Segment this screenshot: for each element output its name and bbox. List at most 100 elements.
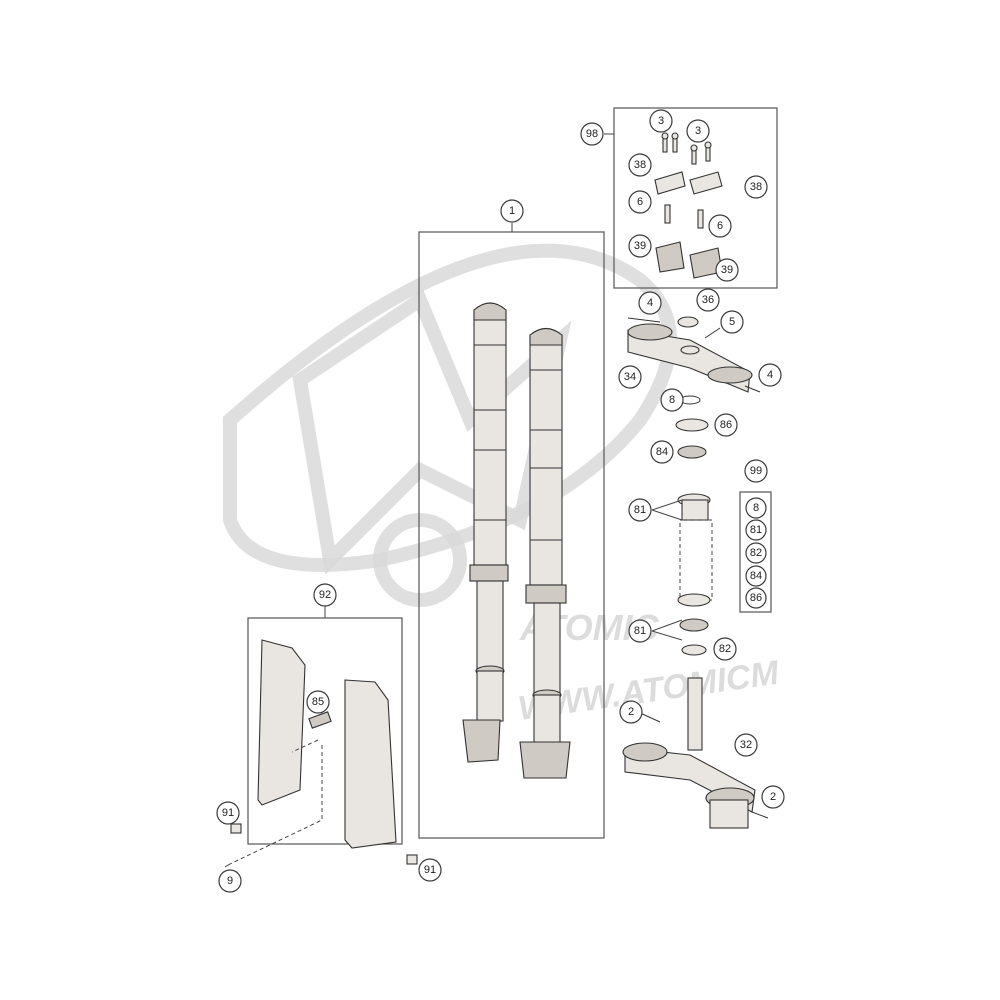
callout-86: 86 <box>714 413 738 437</box>
callout-91b: 91 <box>418 858 442 882</box>
guard-dash-1 <box>291 739 319 753</box>
fork-guard-right <box>344 679 397 849</box>
svg-text:6: 6 <box>637 196 643 208</box>
svg-text:8: 8 <box>669 394 675 406</box>
svg-text:1: 1 <box>509 205 515 217</box>
watermark-circle <box>373 513 467 607</box>
callout-4b: 4 <box>758 363 782 387</box>
svg-text:36: 36 <box>702 294 714 306</box>
kit99-item-2: 82 <box>745 542 767 564</box>
callout-36: 36 <box>696 288 720 312</box>
fork-leg-left <box>462 302 509 763</box>
dust-cover-86 <box>675 418 709 432</box>
fork-leg-right <box>519 327 571 779</box>
callout-6b: 6 <box>708 214 732 238</box>
clamp-38-right <box>689 171 723 195</box>
svg-text:82: 82 <box>719 643 731 655</box>
svg-text:85: 85 <box>312 696 324 708</box>
svg-text:84: 84 <box>656 446 668 458</box>
callout-81b: 81 <box>628 619 652 643</box>
clamp-38-left <box>654 171 686 195</box>
callout-39a: 39 <box>628 234 652 258</box>
svg-text:4: 4 <box>647 297 653 309</box>
svg-text:82: 82 <box>750 547 762 559</box>
svg-text:98: 98 <box>586 128 598 140</box>
lower-triple-clamp <box>622 677 756 829</box>
callout-98: 98 <box>580 122 604 146</box>
callout-6a: 6 <box>628 190 652 214</box>
callout-91a: 91 <box>216 801 240 825</box>
clip-85 <box>308 711 332 729</box>
svg-text:39: 39 <box>634 240 646 252</box>
callout-4a: 4 <box>638 291 662 315</box>
callout-3a: 3 <box>649 109 673 133</box>
svg-text:5: 5 <box>729 316 735 328</box>
svg-text:81: 81 <box>634 504 646 516</box>
screw-9 <box>224 863 231 868</box>
svg-text:2: 2 <box>628 706 634 718</box>
kit99-item-4: 86 <box>745 587 767 609</box>
callout-82: 82 <box>713 637 737 661</box>
svg-text:91: 91 <box>424 864 436 876</box>
callout-1: 1 <box>500 199 524 223</box>
callout-38b: 38 <box>744 175 768 199</box>
svg-text:84: 84 <box>750 570 762 582</box>
bearing-lower <box>679 618 709 632</box>
svg-text:99: 99 <box>750 465 762 477</box>
bearing-84 <box>677 445 707 459</box>
svg-text:91: 91 <box>222 807 234 819</box>
svg-text:81: 81 <box>750 524 762 536</box>
callout-2b: 2 <box>761 785 785 809</box>
kit99-item-3: 84 <box>745 565 767 587</box>
fork-guard-left <box>257 639 306 806</box>
svg-text:9: 9 <box>227 875 233 887</box>
callout-34: 34 <box>618 365 642 389</box>
screw-6-left <box>664 204 671 224</box>
callout-32: 32 <box>734 733 758 757</box>
callout-39b: 39 <box>715 258 739 282</box>
svg-text:38: 38 <box>750 181 762 193</box>
svg-text:39: 39 <box>721 264 733 276</box>
svg-text:3: 3 <box>695 125 701 137</box>
screw-set-3 <box>661 132 712 165</box>
svg-text:32: 32 <box>740 739 752 751</box>
race-81-lower <box>677 593 711 607</box>
svg-text:92: 92 <box>319 589 331 601</box>
callout-92: 92 <box>313 583 337 607</box>
callout-5: 5 <box>720 310 744 334</box>
svg-text:3: 3 <box>658 115 664 127</box>
riser-39-left <box>655 241 685 273</box>
kit-98-frame <box>613 107 778 289</box>
bolt-91-right <box>406 854 418 865</box>
seal-82 <box>681 644 707 656</box>
bolt-4-top <box>627 317 661 323</box>
callout-81a: 81 <box>628 498 652 522</box>
callout-38a: 38 <box>628 153 652 177</box>
callout-2a: 2 <box>619 700 643 724</box>
svg-text:8: 8 <box>753 502 759 514</box>
bolt-4-right <box>744 385 761 393</box>
kit99-item-1: 81 <box>745 519 767 541</box>
kit99-item-0: 8 <box>745 497 767 519</box>
svg-text:86: 86 <box>720 419 732 431</box>
svg-text:34: 34 <box>624 371 636 383</box>
screw-6-right <box>697 209 704 229</box>
bolt-91-left <box>230 823 242 834</box>
callout-99: 99 <box>744 459 768 483</box>
svg-text:38: 38 <box>634 159 646 171</box>
svg-text:81: 81 <box>634 625 646 637</box>
svg-text:86: 86 <box>750 592 762 604</box>
steering-tube-outline <box>679 519 713 601</box>
svg-text:6: 6 <box>717 220 723 232</box>
svg-text:4: 4 <box>767 369 773 381</box>
callout-9: 9 <box>218 869 242 893</box>
callout-85: 85 <box>306 690 330 714</box>
callout-84: 84 <box>650 440 674 464</box>
kit-99-frame <box>739 491 772 613</box>
svg-text:2: 2 <box>770 791 776 803</box>
callout-3b: 3 <box>686 119 710 143</box>
bolt-5 <box>704 327 721 339</box>
race-81-upper-body <box>681 499 709 521</box>
